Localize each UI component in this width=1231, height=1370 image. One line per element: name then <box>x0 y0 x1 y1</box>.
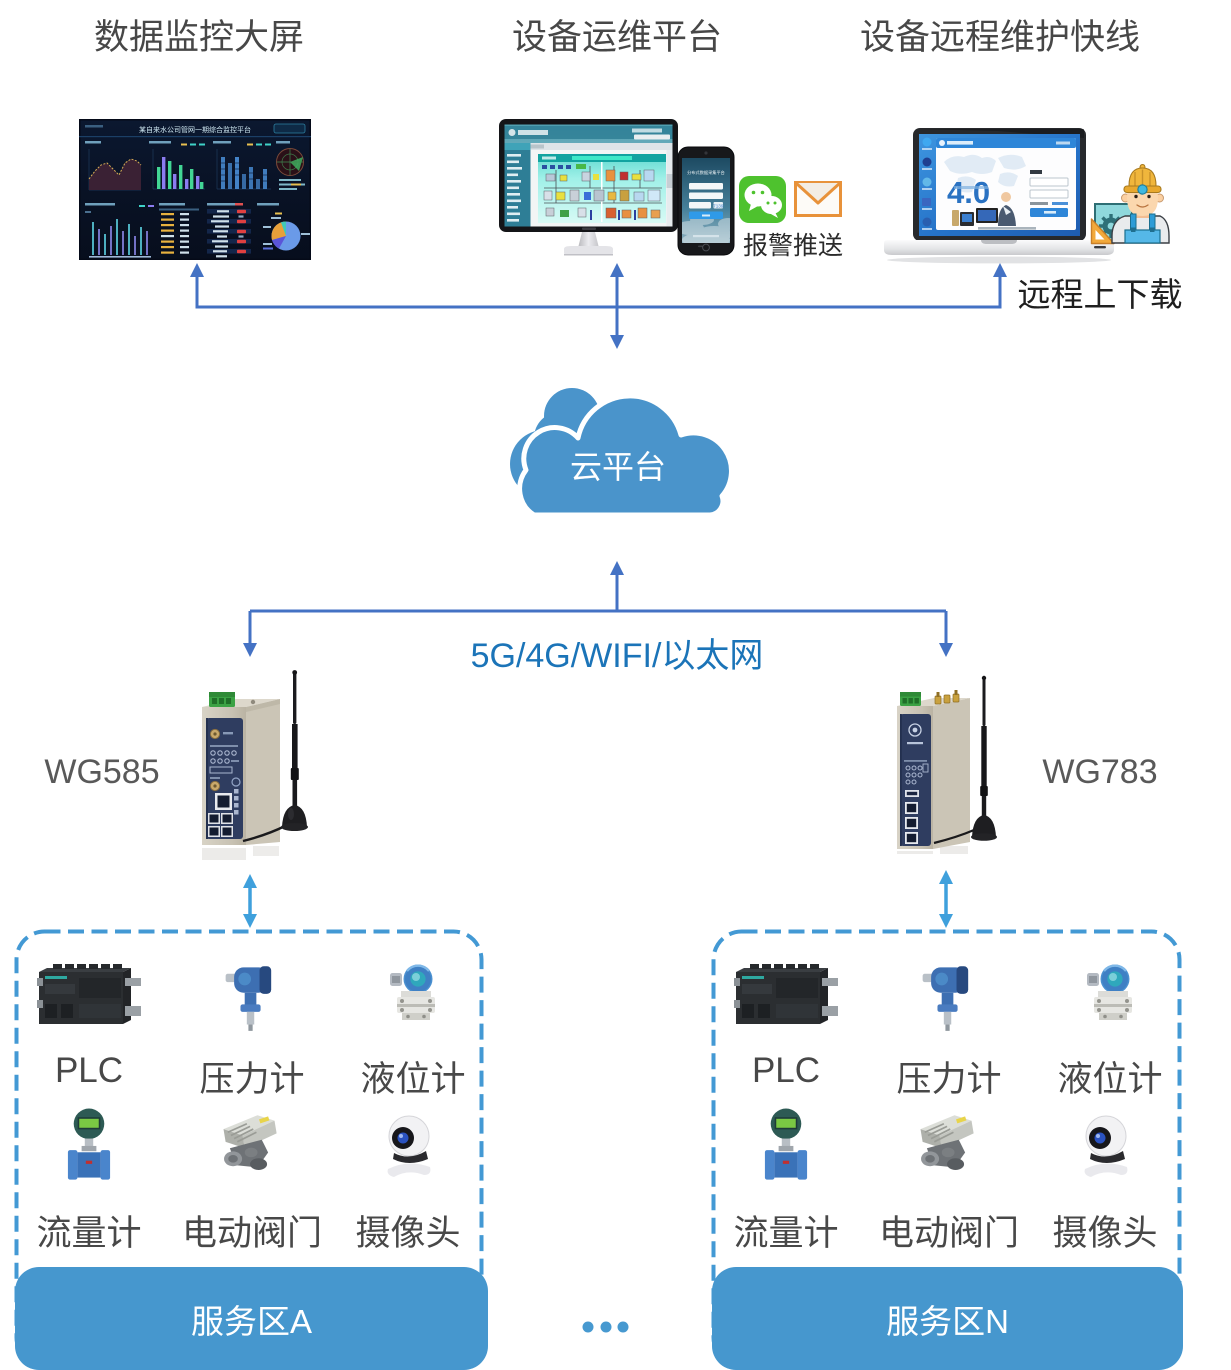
svg-text:云平台: 云平台 <box>570 449 666 485</box>
svg-text:分布式数据采集平台: 分布式数据采集平台 <box>687 169 725 176</box>
svg-text:某自来水公司管网一期综合监控平台: 某自来水公司管网一期综合监控平台 <box>139 125 251 134</box>
svg-text:4.0: 4.0 <box>947 175 990 210</box>
svg-text:7139: 7139 <box>713 204 724 209</box>
